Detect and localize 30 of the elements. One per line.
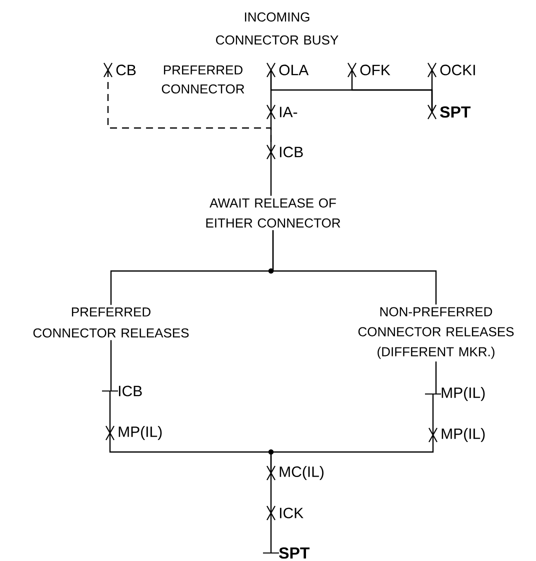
connector-line	[110, 340, 112, 391]
connector-line	[432, 394, 434, 435]
connector-line	[270, 473, 272, 513]
connector-line	[270, 112, 272, 152]
relay-label: SPT	[440, 106, 471, 118]
relay-label: CB	[116, 64, 136, 76]
relay-label: MP(IL)	[442, 428, 485, 442]
connector-line	[270, 435, 434, 473]
connector-line	[270, 152, 272, 196]
heading: INCOMING CONNECTOR BUSY	[216, 12, 338, 45]
connector-line	[431, 70, 433, 112]
relay-label: OCKI	[440, 64, 475, 76]
step-label: PREFERRED CONNECTOR RELEASES	[33, 307, 189, 338]
relay-label: IA-	[280, 106, 298, 118]
connector-line	[109, 391, 111, 433]
relay-label: ICK	[280, 508, 304, 518]
relay-label: ICB	[280, 146, 303, 158]
relay-label: MP(IL)	[118, 426, 162, 440]
relay-label: ICB	[118, 386, 142, 396]
connector-line	[270, 513, 272, 553]
relay-label: SPT	[279, 547, 310, 559]
relay-label: MP(IL)	[442, 387, 485, 401]
step-label: AWAIT RELEASE OF EITHER CONNECTOR	[206, 198, 340, 228]
relay-label: OLA	[279, 64, 309, 76]
connector-line	[272, 230, 437, 305]
relay-label: MC(IL)	[280, 466, 324, 480]
connector-line	[435, 361, 437, 394]
note-label: PREFERRED CONNECTOR	[162, 65, 244, 94]
relay-label: OFK	[360, 64, 390, 76]
step-label: NON-PREFERRED CONNECTOR RELEASES (DIFFERENT MKR.)	[358, 307, 514, 359]
